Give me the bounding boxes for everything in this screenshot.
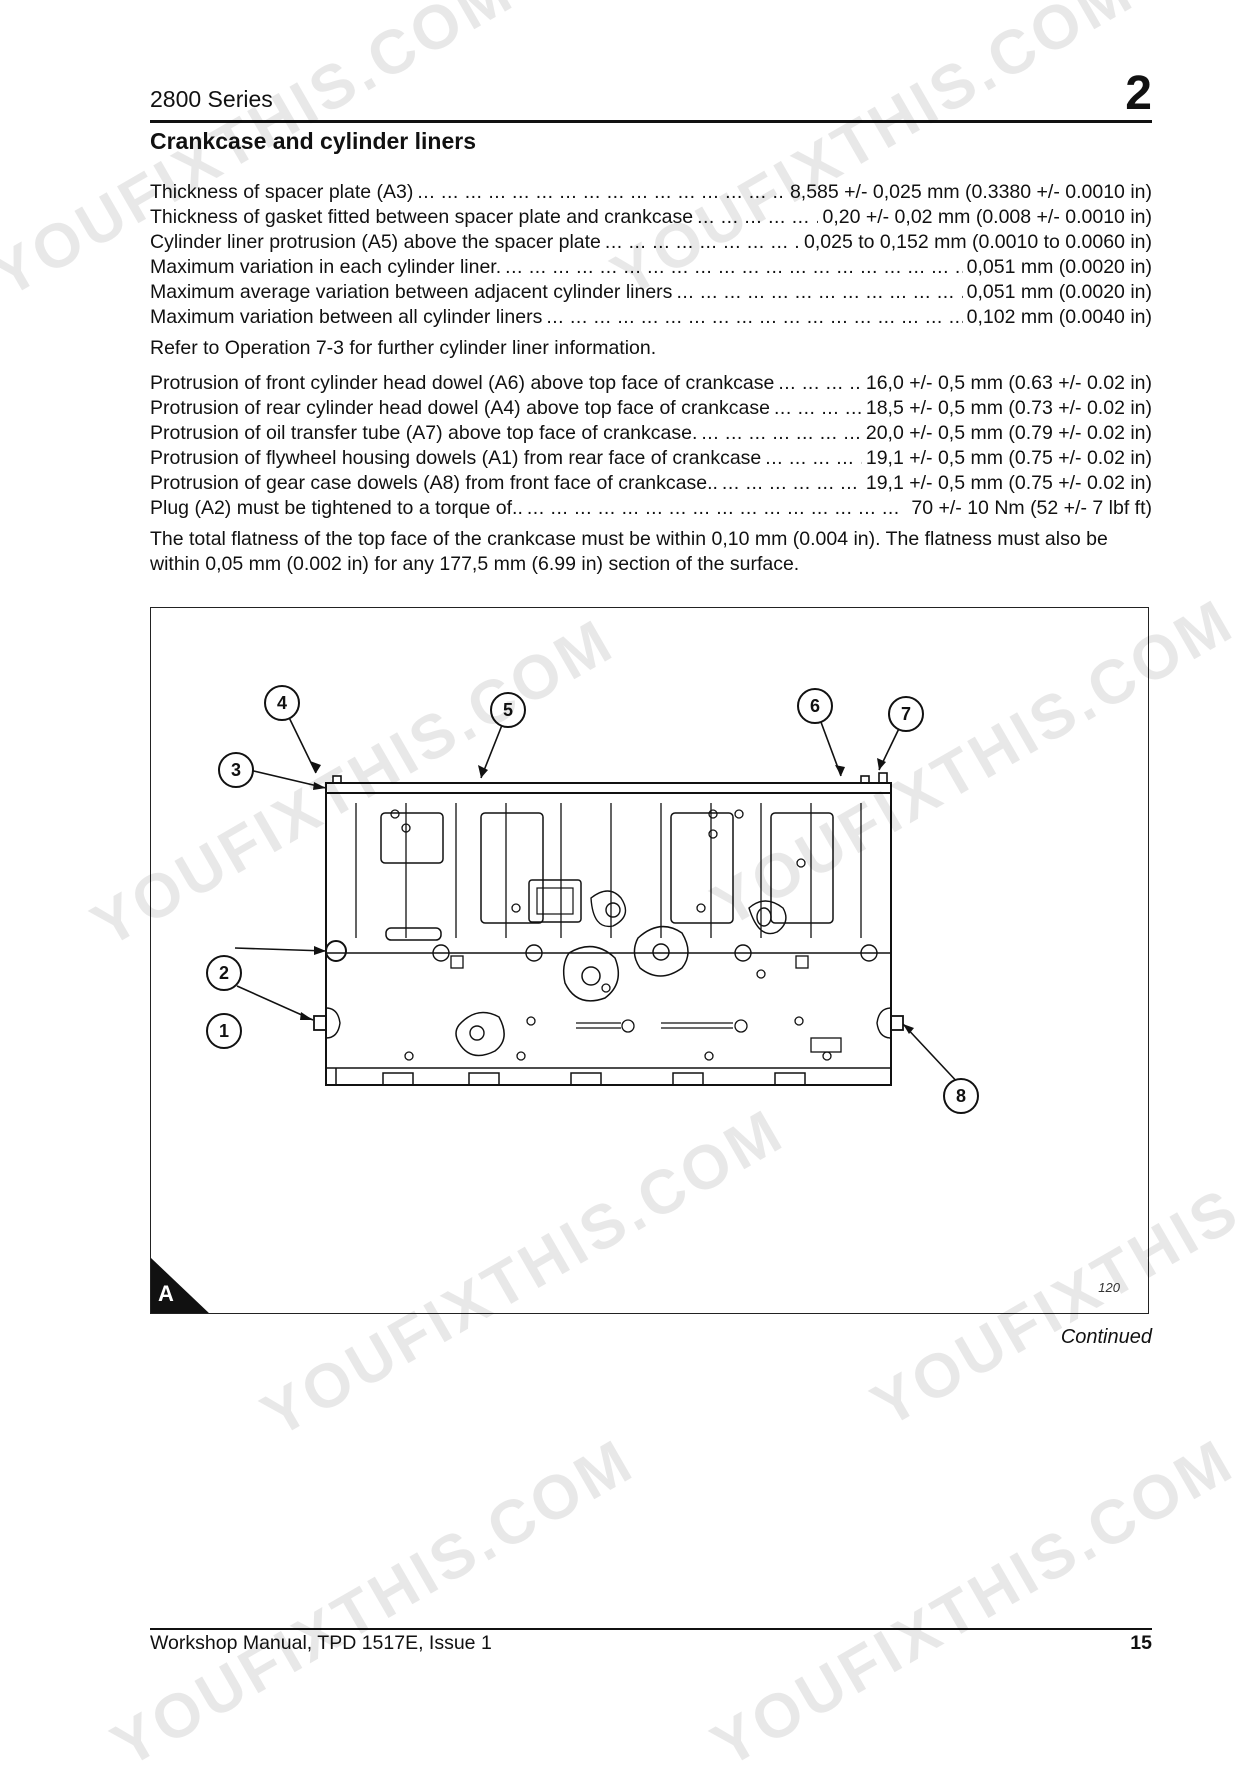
spec-label: Protrusion of front cylinder head dowel … (150, 372, 775, 394)
footer-publication: Workshop Manual, TPD 1517E, Issue 1 (150, 1632, 492, 1654)
liner-spec-row: Maximum variation in each cylinder liner… (150, 255, 1152, 280)
dot-leader: ... ... ... ... ... ... ... ... ... ... … (774, 397, 862, 419)
dot-leader: ... ... ... ... ... ... ... ... ... ... … (676, 281, 962, 303)
dowel-spec-row: Protrusion of front cylinder head dowel … (150, 371, 1152, 396)
spec-label: Plug (A2) must be tightened to a torque … (150, 497, 523, 519)
spec-value: 70 +/- 10 Nm (52 +/- 7 lbf ft) (911, 497, 1152, 519)
spec-value: 19,1 +/- 0,5 mm (0.75 +/- 0.02 in) (865, 447, 1152, 469)
spec-label: Maximum variation between all cylinder l… (150, 306, 543, 328)
dot-leader: ... ... ... ... ... ... ... ... ... ... … (778, 372, 862, 394)
spec-value: 0,051 mm (0.0020 in) (966, 281, 1152, 303)
spec-label: Maximum variation in each cylinder liner… (150, 256, 502, 278)
dowel-spec-row: Plug (A2) must be tightened to a torque … (150, 496, 1152, 521)
watermark: YOUFIXTHIS.COM (700, 1425, 1240, 1781)
liner-note: Refer to Operation 7-3 for further cylin… (150, 337, 657, 359)
continued-label: Continued (1060, 1326, 1152, 1348)
header-rule (150, 120, 1152, 123)
dot-leader: ... ... ... ... ... ... ... ... ... ... … (505, 256, 962, 278)
liner-spec-row: Maximum variation between all cylinder l… (150, 305, 1152, 330)
dot-leader: ... ... ... ... ... ... ... ... ... ... … (721, 472, 862, 494)
callout-7: 7 (901, 704, 911, 724)
spec-label: Cylinder liner protrusion (A5) above the… (150, 231, 601, 253)
spec-label: Thickness of gasket fitted between space… (150, 206, 694, 228)
footer-rule (150, 1628, 1152, 1630)
callout-1: 1 (219, 1021, 229, 1041)
crankcase-drawing: 1 2 3 4 5 6 7 8 (151, 685, 979, 1313)
dot-leader: ... ... ... ... ... ... ... ... ... ... … (604, 231, 801, 253)
section-title: Crankcase and cylinder liners (150, 128, 476, 154)
callout-6-circle (797, 688, 833, 724)
chapter-number: 2 (1125, 67, 1152, 120)
callout-7-circle (888, 696, 924, 732)
liner-spec-row: Maximum average variation between adjace… (150, 280, 1152, 305)
figure-number: 120 (1098, 1280, 1120, 1295)
spec-group-liners: Thickness of spacer plate (A3) ... ... .… (150, 180, 1152, 330)
dot-leader: ... ... ... ... ... ... ... ... ... ... … (697, 206, 818, 228)
spec-value: 20,0 +/- 0,5 mm (0.79 +/- 0.02 in) (865, 422, 1152, 444)
callout-8: 8 (956, 1086, 966, 1106)
dowel-spec-row: Protrusion of gear case dowels (A8) from… (150, 471, 1152, 496)
spec-label: Protrusion of oil transfer tube (A7) abo… (150, 422, 698, 444)
callout-5: 5 (503, 700, 513, 720)
specifications: Thickness of spacer plate (A3) ... ... .… (150, 180, 1152, 577)
callout-1-circle (206, 1013, 242, 1049)
footer-page-number: 15 (1130, 1632, 1152, 1654)
callout-3-circle (218, 752, 254, 788)
callout-2-circle (206, 955, 242, 991)
watermark: YOUFIXTHIS.COM (100, 1425, 646, 1781)
spec-label: Protrusion of flywheel housing dowels (A… (150, 447, 762, 469)
dowel-spec-row: Protrusion of oil transfer tube (A7) abo… (150, 421, 1152, 446)
spec-group-dowels: Protrusion of front cylinder head dowel … (150, 371, 1152, 521)
spec-label: Maximum average variation between adjace… (150, 281, 673, 303)
spec-value: 8,585 +/- 0,025 mm (0.3380 +/- 0.0010 in… (789, 181, 1152, 203)
spec-value: 16,0 +/- 0,5 mm (0.63 +/- 0.02 in) (865, 372, 1152, 394)
callout-4-circle (264, 685, 300, 721)
crankcase-figure: 1 2 3 4 5 6 7 8 A 120 (150, 607, 1149, 1314)
spec-value: 0,20 +/- 0,02 mm (0.008 +/- 0.0010 in) (822, 206, 1152, 228)
callout-5-circle (490, 692, 526, 728)
spec-value: 0,025 to 0,152 mm (0.0010 to 0.0060 in) (804, 231, 1152, 253)
dot-leader: ... ... ... ... ... ... ... ... ... ... … (417, 181, 786, 203)
flatness-paragraph: The total flatness of the top face of th… (150, 528, 1108, 575)
crankcase-outline (325, 792, 892, 1086)
dowel-spec-row: Protrusion of flywheel housing dowels (A… (150, 446, 1152, 471)
figure-letter: A (158, 1281, 174, 1306)
figure-letter-area: A (151, 1253, 211, 1313)
spec-value: 18,5 +/- 0,5 mm (0.73 +/- 0.02 in) (865, 397, 1152, 419)
liner-spec-row: Thickness of gasket fitted between space… (150, 205, 1152, 230)
spec-label: Thickness of spacer plate (A3) (150, 181, 414, 203)
dot-leader: ... ... ... ... ... ... ... ... ... ... … (526, 497, 908, 519)
callout-2: 2 (219, 963, 229, 983)
series-title: 2800 Series (150, 86, 273, 112)
dot-leader: ... ... ... ... ... ... ... ... ... ... … (546, 306, 962, 328)
liner-spec-row: Cylinder liner protrusion (A5) above the… (150, 230, 1152, 255)
spec-value: 0,102 mm (0.0040 in) (966, 306, 1152, 328)
dot-leader: ... ... ... ... ... ... ... ... ... ... … (765, 447, 862, 469)
spacer-plate (325, 782, 892, 794)
spec-label: Protrusion of rear cylinder head dowel (… (150, 397, 771, 419)
liner-spec-row: Thickness of spacer plate (A3) ... ... .… (150, 180, 1152, 205)
dot-leader: ... ... ... ... ... ... ... ... ... ... … (701, 422, 862, 444)
spec-value: 19,1 +/- 0,5 mm (0.75 +/- 0.02 in) (865, 472, 1152, 494)
dowel-spec-row: Protrusion of rear cylinder head dowel (… (150, 396, 1152, 421)
callout-6: 6 (810, 696, 820, 716)
callout-4: 4 (277, 693, 287, 713)
callout-3: 3 (231, 760, 241, 780)
callout-8-circle (943, 1078, 979, 1114)
spec-label: Protrusion of gear case dowels (A8) from… (150, 472, 718, 494)
spec-value: 0,051 mm (0.0020 in) (966, 256, 1152, 278)
